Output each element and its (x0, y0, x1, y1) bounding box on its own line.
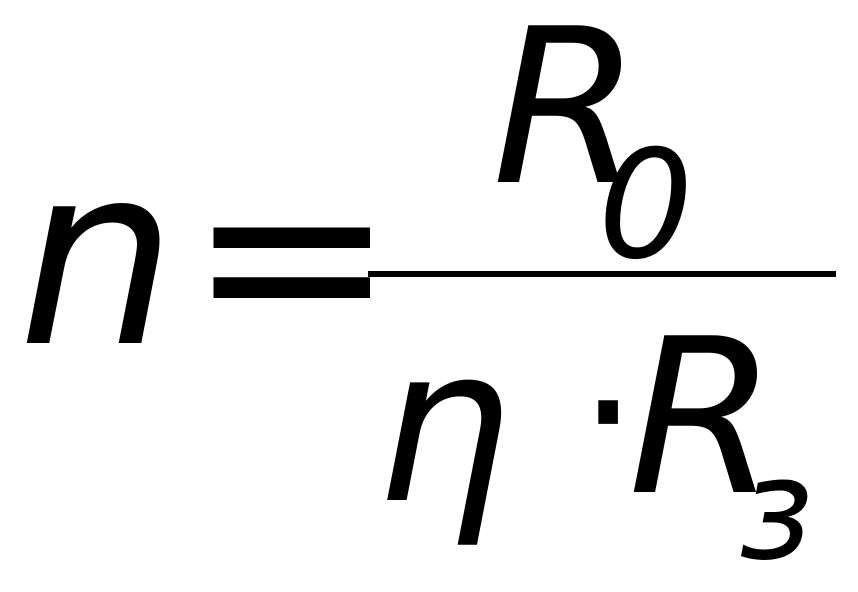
numerator-subscript: 0 (598, 119, 694, 293)
lhs-variable: n (18, 111, 177, 402)
fraction-bar (368, 271, 836, 277)
denominator-subscript: з (739, 429, 814, 592)
numerator-variable: R (492, 0, 642, 233)
multiplication-dot: · (578, 302, 639, 523)
denominator-variable: R (628, 292, 778, 543)
equals-sign: = (187, 109, 397, 400)
denominator-eta: η (375, 300, 512, 551)
